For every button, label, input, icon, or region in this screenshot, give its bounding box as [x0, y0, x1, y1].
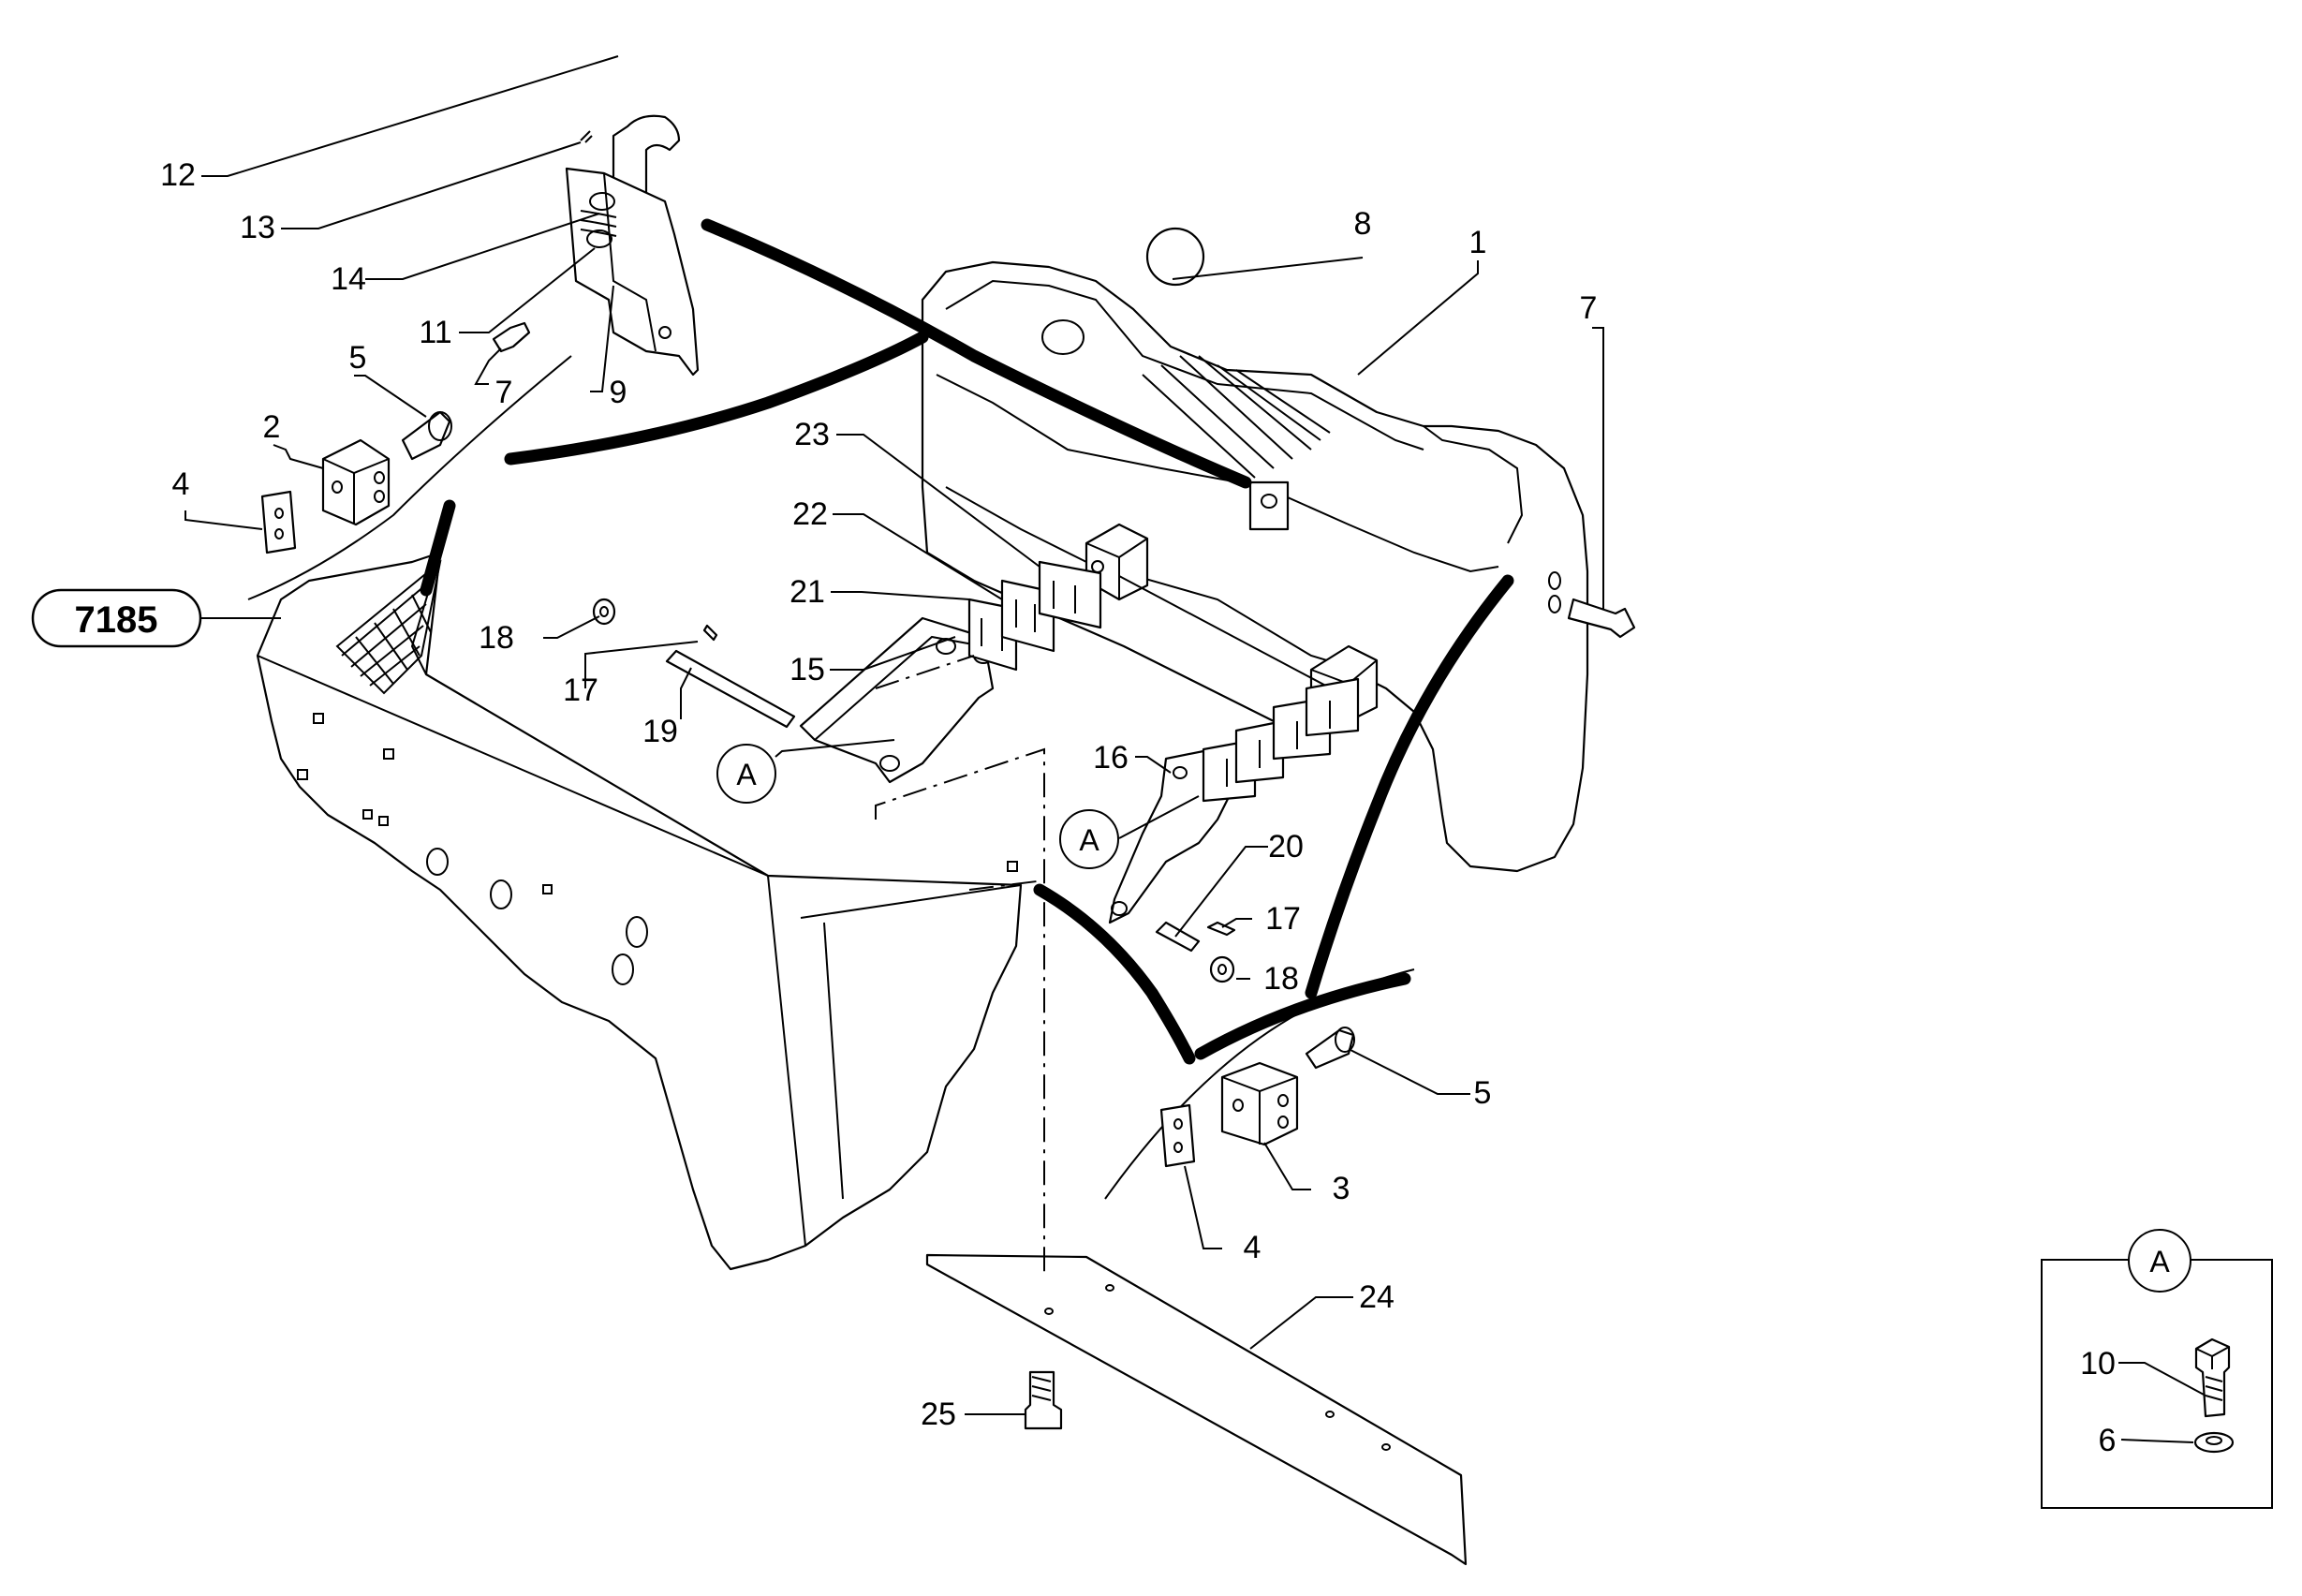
pin-19	[665, 649, 796, 729]
callout-4-left: 4	[172, 466, 190, 502]
bolt-10	[2194, 1337, 2231, 1418]
callout-11: 11	[419, 315, 451, 350]
callout-21: 21	[789, 574, 825, 610]
cap-8	[1145, 227, 1205, 287]
washer-18-left	[592, 598, 616, 626]
bottom-plate	[925, 1253, 1468, 1566]
callout-19: 19	[642, 714, 678, 749]
shim-23	[1038, 560, 1102, 629]
callout-15: 15	[789, 652, 825, 687]
callout-7-left: 7	[495, 375, 513, 410]
alignment-line-left	[968, 879, 1045, 891]
callout-3: 3	[1333, 1171, 1350, 1206]
shim-right-4	[1305, 677, 1360, 737]
callout-1: 1	[1469, 225, 1487, 260]
left-hinge-group	[592, 560, 1102, 784]
frame-grating	[335, 559, 442, 695]
pin-13	[580, 130, 593, 143]
left-bracket-group	[260, 410, 452, 554]
callout-4-right: 4	[1244, 1230, 1262, 1265]
callout-10: 10	[2080, 1346, 2116, 1382]
plate-4-right	[1159, 1103, 1196, 1168]
hinge-bracket-15	[799, 616, 995, 784]
lock-bracket-9	[565, 167, 700, 377]
callout-7-right: 7	[1580, 290, 1598, 326]
detail-marker-right-label: A	[1079, 823, 1099, 857]
bolt-5-left	[401, 410, 451, 461]
chassis-frame	[256, 551, 1023, 1271]
detail-marker-left-label: A	[736, 758, 757, 791]
reference-badge-label: 7185	[75, 599, 158, 641]
washer-18-right	[1209, 955, 1235, 983]
callout-16: 16	[1093, 740, 1129, 776]
detail-box: A 10 6	[2041, 1229, 2273, 1509]
bolt-25	[1024, 1370, 1063, 1430]
callout-24: 24	[1359, 1279, 1394, 1315]
callout-12: 12	[160, 157, 196, 193]
callout-18-right: 18	[1263, 961, 1299, 997]
callout-20: 20	[1268, 829, 1304, 864]
alignment-line-hinge	[875, 655, 975, 689]
callout-22: 22	[792, 496, 828, 532]
callout-14: 14	[331, 261, 366, 297]
right-hinge-group	[1108, 677, 1360, 983]
pin-17-right	[1206, 921, 1236, 937]
detail-marker-right: A	[1059, 809, 1119, 869]
bolt-7-right	[1567, 598, 1636, 639]
callout-23: 23	[794, 417, 830, 452]
right-bracket-group	[1159, 1027, 1355, 1168]
pin-20	[1155, 921, 1201, 953]
callout-5-right: 5	[1474, 1075, 1492, 1111]
pin-17-left	[702, 624, 718, 642]
callout-9: 9	[610, 375, 627, 410]
bolt-7-small	[492, 321, 531, 353]
lifting-bands	[247, 218, 1514, 1200]
bracket-2	[321, 438, 391, 526]
callout-2: 2	[263, 409, 281, 445]
reference-badge: 7185	[31, 588, 202, 648]
bolt-5-right	[1305, 1028, 1355, 1070]
callout-17-left: 17	[563, 672, 598, 708]
detail-box-title: A	[2149, 1245, 2170, 1278]
detail-marker-left: A	[716, 744, 776, 804]
callout-18-left: 18	[479, 620, 514, 656]
alignment-line-center	[875, 747, 1045, 1278]
callout-labels: 1 2 3 4 4 5 5 7 7 8 9 11 12 13 14 15 16 …	[160, 157, 1597, 1432]
callout-17-right: 17	[1265, 901, 1301, 937]
callout-25: 25	[921, 1396, 956, 1432]
callout-8: 8	[1354, 206, 1372, 242]
callout-13: 13	[240, 210, 275, 245]
leader-lines	[184, 55, 1604, 1415]
plate-4-left	[260, 490, 297, 554]
callout-6: 6	[2099, 1423, 2117, 1458]
washer-6	[2193, 1431, 2235, 1454]
locking-handle-assembly	[492, 114, 700, 377]
callout-5-left: 5	[349, 340, 367, 376]
